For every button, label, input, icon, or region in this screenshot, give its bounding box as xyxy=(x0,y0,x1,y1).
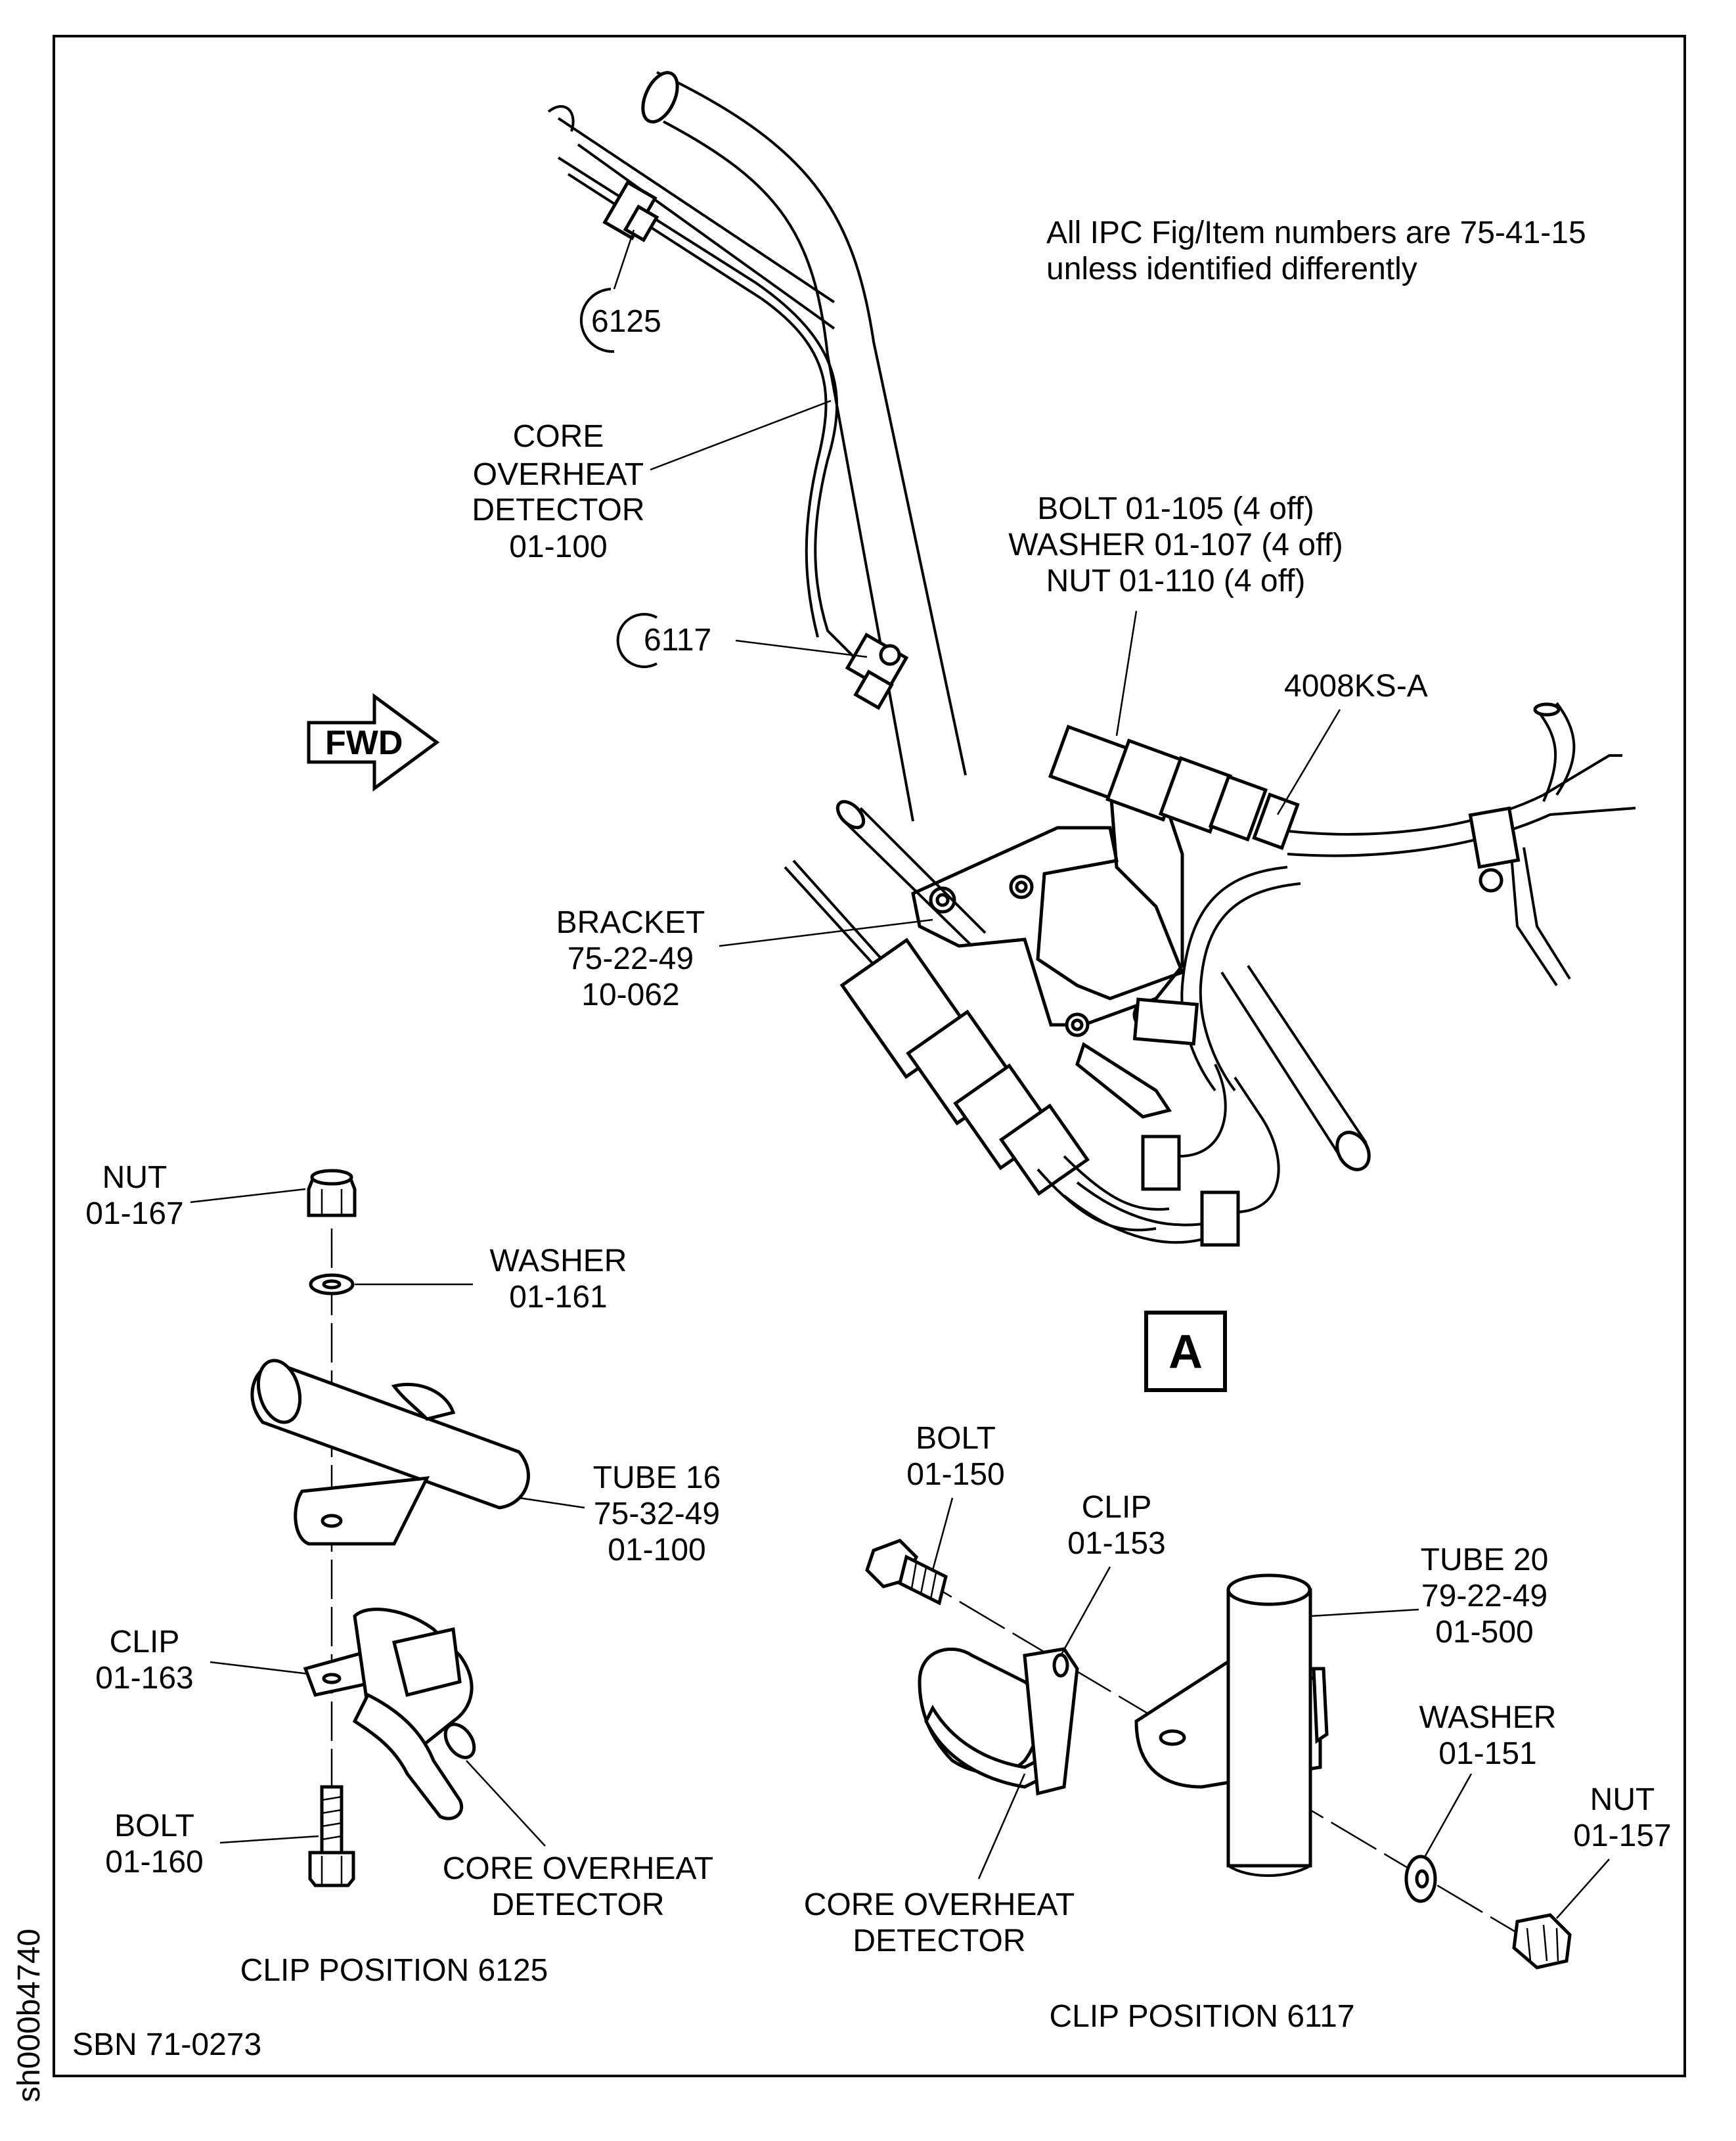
sheet-id: sh000b4740 xyxy=(12,1929,47,2102)
bolt-01-160-number: 01-160 xyxy=(105,1845,203,1880)
tube-16-ref: 75-32-49 xyxy=(594,1497,720,1531)
washer-01-151-number: 01-151 xyxy=(1438,1736,1536,1771)
note-line-2: unless identified differently xyxy=(1046,252,1417,286)
view-marker-a: A xyxy=(1168,1326,1203,1378)
nut-01-167-number: 01-167 xyxy=(85,1196,183,1231)
svg-text:DETECTOR: DETECTOR xyxy=(472,493,644,528)
bolt-01-150-number: 01-150 xyxy=(906,1457,1004,1492)
detector-6117-label: CORE OVERHEAT xyxy=(804,1887,1075,1922)
svg-text:NUT 01-110 (4 off): NUT 01-110 (4 off) xyxy=(1046,564,1306,598)
svg-text:6117: 6117 xyxy=(644,623,711,658)
connector-ref-label: 4008KS-A xyxy=(1284,669,1428,704)
nut-01-157-number: 01-157 xyxy=(1573,1818,1671,1853)
svg-text:01-100: 01-100 xyxy=(509,530,607,564)
svg-text:6125: 6125 xyxy=(591,304,661,339)
callout-6117: 6117 xyxy=(616,613,868,668)
tube-20-number: 01-500 xyxy=(1435,1615,1533,1650)
washer-01-161-label: WASHER xyxy=(490,1244,627,1278)
connector-4008ks-a xyxy=(1048,725,1300,850)
view-marker-box xyxy=(1144,1311,1227,1392)
tube-16-number: 01-100 xyxy=(608,1533,705,1567)
nut-01-167-label: NUT xyxy=(102,1160,167,1195)
detector-6117-label-2: DETECTOR xyxy=(853,1924,1025,1958)
clip-position-6117-caption: CLIP POSITION 6117 xyxy=(1049,1999,1354,2034)
main-detector-label: CORE OVERHEAT DETECTOR 01-100 xyxy=(472,399,832,564)
hardware-label: BOLT 01-105 (4 off) WASHER 01-107 (4 off… xyxy=(1008,491,1343,736)
detector-line-upper xyxy=(557,156,868,671)
lower-connector xyxy=(784,800,1216,1244)
svg-text:OVERHEAT: OVERHEAT xyxy=(473,457,644,492)
svg-text:BRACKET: BRACKET xyxy=(556,905,705,940)
washer-01-151-label: WASHER xyxy=(1419,1700,1557,1735)
svg-text:BOLT 01-105 (4 off): BOLT 01-105 (4 off) xyxy=(1037,491,1314,526)
svg-text:CORE: CORE xyxy=(513,419,604,454)
tube-20-label: TUBE 20 xyxy=(1421,1543,1549,1577)
clip-6117-exploded-view xyxy=(865,1539,1572,1970)
tube-16-label: TUBE 16 xyxy=(593,1460,721,1495)
clip-01-163-number: 01-163 xyxy=(95,1661,193,1696)
sbn-reference: SBN 71-0273 xyxy=(72,2027,261,2062)
svg-text:WASHER 01-107 (4 off): WASHER 01-107 (4 off) xyxy=(1008,528,1343,562)
fwd-arrow xyxy=(307,693,440,792)
nut-01-157-label: NUT xyxy=(1590,1782,1655,1817)
main-assembly-view xyxy=(547,71,1636,1247)
clip-01-163-label: CLIP xyxy=(110,1625,180,1659)
bracket xyxy=(911,773,1185,1027)
clip-position-6125-caption: CLIP POSITION 6125 xyxy=(240,1953,548,1988)
bolt-01-150-label: BOLT xyxy=(916,1421,996,1456)
detector-6125-label: CORE OVERHEAT xyxy=(443,1851,714,1886)
bracket-label: BRACKET 75-22-49 10-062 xyxy=(556,905,933,1012)
callout-6125: 6125 xyxy=(579,229,661,353)
svg-text:75-22-49: 75-22-49 xyxy=(568,941,694,976)
clip-6125-exploded-view xyxy=(250,1169,530,1887)
drawing-frame xyxy=(53,35,1686,2077)
detector-6125-label-2: DETECTOR xyxy=(491,1887,664,1922)
tube-20-ref: 79-22-49 xyxy=(1421,1579,1547,1613)
bolt-01-160-label: BOLT xyxy=(114,1809,194,1843)
clip-01-153-label: CLIP xyxy=(1082,1490,1152,1525)
svg-text:10-062: 10-062 xyxy=(581,978,679,1012)
clip-01-153-number: 01-153 xyxy=(1067,1526,1165,1561)
washer-01-161-number: 01-161 xyxy=(509,1280,607,1315)
note-line-1: All IPC Fig/Item numbers are 75-41-15 xyxy=(1046,215,1586,250)
frame-tube xyxy=(656,71,967,822)
fwd-label: FWD xyxy=(325,724,403,762)
